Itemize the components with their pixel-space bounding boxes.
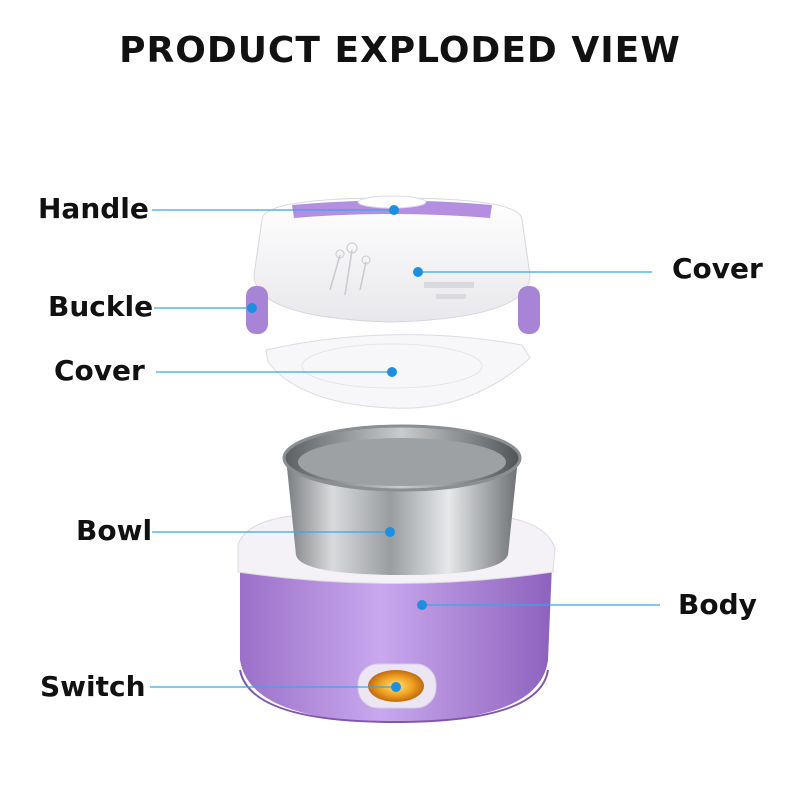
buckle-part xyxy=(246,286,540,334)
marker-dots xyxy=(247,205,427,692)
label-buckle: Buckle xyxy=(48,290,154,323)
label-inner-cover: Cover xyxy=(54,354,145,387)
label-bowl: Bowl xyxy=(76,514,153,547)
marker-dot-body xyxy=(417,600,427,610)
label-body: Body xyxy=(678,588,757,621)
marker-dot-handle xyxy=(389,205,399,215)
label-handle: Handle xyxy=(38,192,149,225)
marker-dot-bowl xyxy=(385,527,395,537)
bowl-part xyxy=(282,424,522,575)
label-switch: Switch xyxy=(40,670,146,703)
marker-dot-switch xyxy=(391,682,401,692)
top-cover-part xyxy=(253,195,531,323)
leader-lines xyxy=(150,209,660,688)
marker-dot-buckle xyxy=(247,303,257,313)
diagram-title: PRODUCT EXPLODED VIEW xyxy=(119,30,681,71)
marker-dot-top-cover xyxy=(413,267,423,277)
marker-dot-inner-cover xyxy=(387,367,397,377)
label-top-cover: Cover xyxy=(672,252,763,285)
inner-cover-part xyxy=(265,334,531,409)
